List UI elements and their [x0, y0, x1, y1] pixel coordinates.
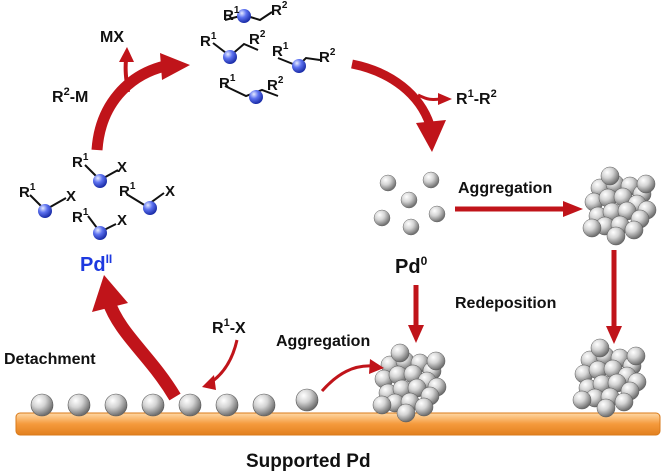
arrow-aggregation-bottom-head	[369, 359, 384, 374]
surface-sphere	[252, 393, 276, 417]
pd0-atom	[400, 191, 418, 209]
arrow-redeposition-head	[606, 326, 622, 344]
arrow-transmetalation	[91, 60, 167, 151]
blue-sphere	[143, 201, 157, 215]
arrow-r1x-head	[202, 375, 216, 390]
reaction-arrows	[91, 47, 622, 401]
label-prod2-r1: R1	[223, 5, 240, 24]
cluster-atom	[572, 390, 592, 410]
label-aggregation-bottom: Aggregation	[276, 333, 370, 350]
cluster-atom	[390, 343, 410, 363]
cluster-atom	[582, 218, 602, 238]
label-prod2-r2: R2	[271, 0, 288, 19]
blue-sphere	[249, 90, 263, 104]
label-pd-ii: PdII	[80, 252, 112, 276]
label-pdii-x-d: X	[117, 212, 127, 229]
label-pdii-r1-d: R1	[72, 207, 89, 226]
arrow-reductive-elimination	[351, 59, 435, 127]
label-prod4-r1: R1	[219, 73, 236, 92]
cluster-atom	[372, 395, 392, 415]
arrow-reductive-elimination-head	[416, 120, 446, 152]
cluster-supported-middle	[372, 343, 447, 423]
label-mx: MX	[100, 29, 124, 46]
arrow-r1r2	[417, 93, 441, 101]
blue-sphere	[292, 59, 306, 73]
surface-sphere	[178, 393, 202, 417]
arrow-detachment-head	[92, 275, 128, 312]
cluster-atom	[414, 397, 434, 417]
cluster-floating	[582, 166, 657, 246]
label-redeposition: Redeposition	[455, 295, 556, 312]
label-r1r2: R1-R2	[456, 88, 497, 108]
pd0-free-atoms	[373, 171, 446, 236]
cluster-atom	[426, 351, 446, 371]
cluster-supported-right	[572, 338, 647, 418]
cluster-atom	[624, 220, 644, 240]
surface-sphere	[67, 393, 91, 417]
label-prod3-r1: R1	[272, 41, 289, 60]
surface-sphere	[295, 388, 319, 412]
support-bar	[15, 412, 661, 436]
surface-pd-particles	[30, 388, 319, 417]
label-r2m: R2-M	[52, 86, 88, 106]
label-pd-0: Pd0	[395, 254, 428, 278]
arrow-aggregation-top-head	[563, 201, 583, 217]
arrow-mx-head	[119, 47, 134, 62]
surface-sphere	[141, 393, 165, 417]
arrow-r1r2-head	[438, 93, 452, 105]
blue-sphere	[38, 204, 52, 218]
label-prod1-r2: R2	[249, 29, 266, 48]
cluster-atom	[596, 398, 616, 418]
cluster-atom	[636, 174, 656, 194]
label-prod4-r2: R2	[267, 75, 284, 94]
label-supported-pd: Supported Pd	[246, 451, 371, 472]
product-blue-spheres	[223, 9, 306, 104]
arrow-aggregation-bottom	[320, 364, 373, 392]
pd0-atom	[422, 171, 440, 189]
label-prod1-r1: R1	[200, 31, 217, 50]
pd0-atom	[402, 218, 420, 236]
blue-sphere	[237, 9, 251, 23]
surface-sphere	[104, 393, 128, 417]
label-pdii-r1-c: R1	[119, 181, 136, 200]
label-pdii-x-a: X	[117, 159, 127, 176]
label-pdii-x-c: X	[165, 183, 175, 200]
pdii-blue-spheres	[38, 174, 157, 240]
label-prod3-r2: R2	[319, 47, 336, 66]
label-pdii-r1-a: R1	[72, 152, 89, 171]
blue-sphere	[93, 226, 107, 240]
arrow-pd0-down-head	[408, 325, 424, 343]
cluster-atom	[606, 226, 626, 246]
cluster-atom	[590, 338, 610, 358]
arrow-transmetalation-head	[160, 53, 190, 80]
cluster-atom	[626, 346, 646, 366]
pd0-atom	[428, 205, 446, 223]
cluster-atom	[396, 403, 416, 423]
blue-sphere	[223, 50, 237, 64]
label-r1x: R1-X	[212, 317, 246, 337]
arrow-detachment	[101, 297, 181, 401]
label-detachment: Detachment	[4, 351, 96, 368]
blue-sphere	[93, 174, 107, 188]
surface-sphere	[30, 393, 54, 417]
pd0-atom	[373, 209, 391, 227]
arrow-mx	[123, 59, 130, 93]
surface-sphere	[215, 393, 239, 417]
label-pdii-x-b: X	[66, 188, 76, 205]
label-aggregation-top: Aggregation	[458, 180, 552, 197]
label-pdii-r1-b: R1	[19, 182, 36, 201]
cluster-atom	[614, 392, 634, 412]
cluster-atom	[600, 166, 620, 186]
pd0-atom	[379, 174, 397, 192]
